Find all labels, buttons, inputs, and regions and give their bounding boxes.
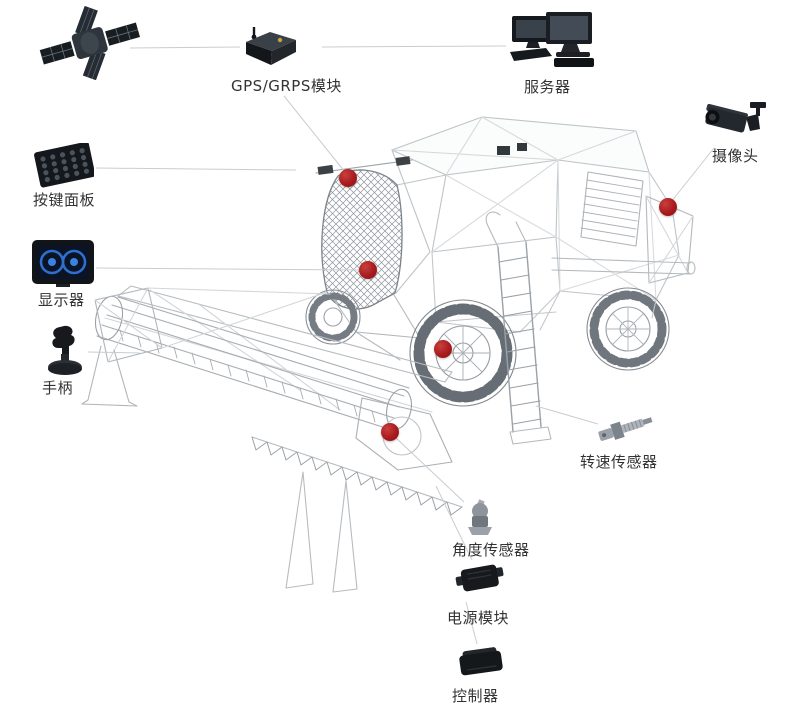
line-keypad-machine — [95, 167, 297, 171]
line-joystick-machine — [87, 351, 141, 354]
keypad-icon — [28, 141, 96, 189]
speed-sensor-label: 转速传感器 — [580, 453, 658, 471]
line-display-machine — [95, 267, 361, 271]
install-marker-grille-lower — [359, 261, 377, 279]
controller-label: 控制器 — [452, 687, 499, 705]
install-marker-rear-right — [659, 198, 677, 216]
line-gps-server — [321, 45, 507, 48]
line-gps-machine — [283, 95, 346, 173]
keypad-label: 按键面板 — [33, 191, 96, 209]
power-module-label: 电源模块 — [447, 609, 510, 627]
camera-label: 摄像头 — [712, 147, 759, 165]
joystick-label: 手柄 — [42, 379, 74, 397]
gps-module-icon — [240, 24, 300, 70]
install-marker-cab-front-top — [339, 169, 357, 187]
server-label: 服务器 — [524, 78, 571, 96]
line-controller-machine — [465, 601, 478, 645]
controller-icon — [456, 645, 506, 681]
line-speedsensor-machine — [535, 405, 599, 425]
server-icon — [506, 12, 598, 72]
line-powermodule-machine — [435, 485, 473, 561]
display-icon — [30, 238, 96, 290]
install-marker-front-wheel — [434, 340, 452, 358]
install-marker-header-auger — [381, 423, 399, 441]
angle-sensor-icon — [458, 497, 502, 539]
camera-icon — [702, 99, 770, 145]
line-camera-machine — [670, 147, 715, 203]
speed-sensor-icon — [594, 407, 658, 449]
line-satellite-gps — [129, 46, 241, 49]
angle-sensor-label: 角度传感器 — [452, 541, 530, 559]
joystick-icon — [40, 323, 90, 375]
power-module-icon — [454, 559, 506, 599]
gps-module-label: GPS/GRPS模块 — [231, 77, 342, 95]
display-label: 显示器 — [38, 291, 85, 309]
line-anglesensor-machine — [395, 437, 465, 503]
satellite-icon — [38, 5, 142, 81]
